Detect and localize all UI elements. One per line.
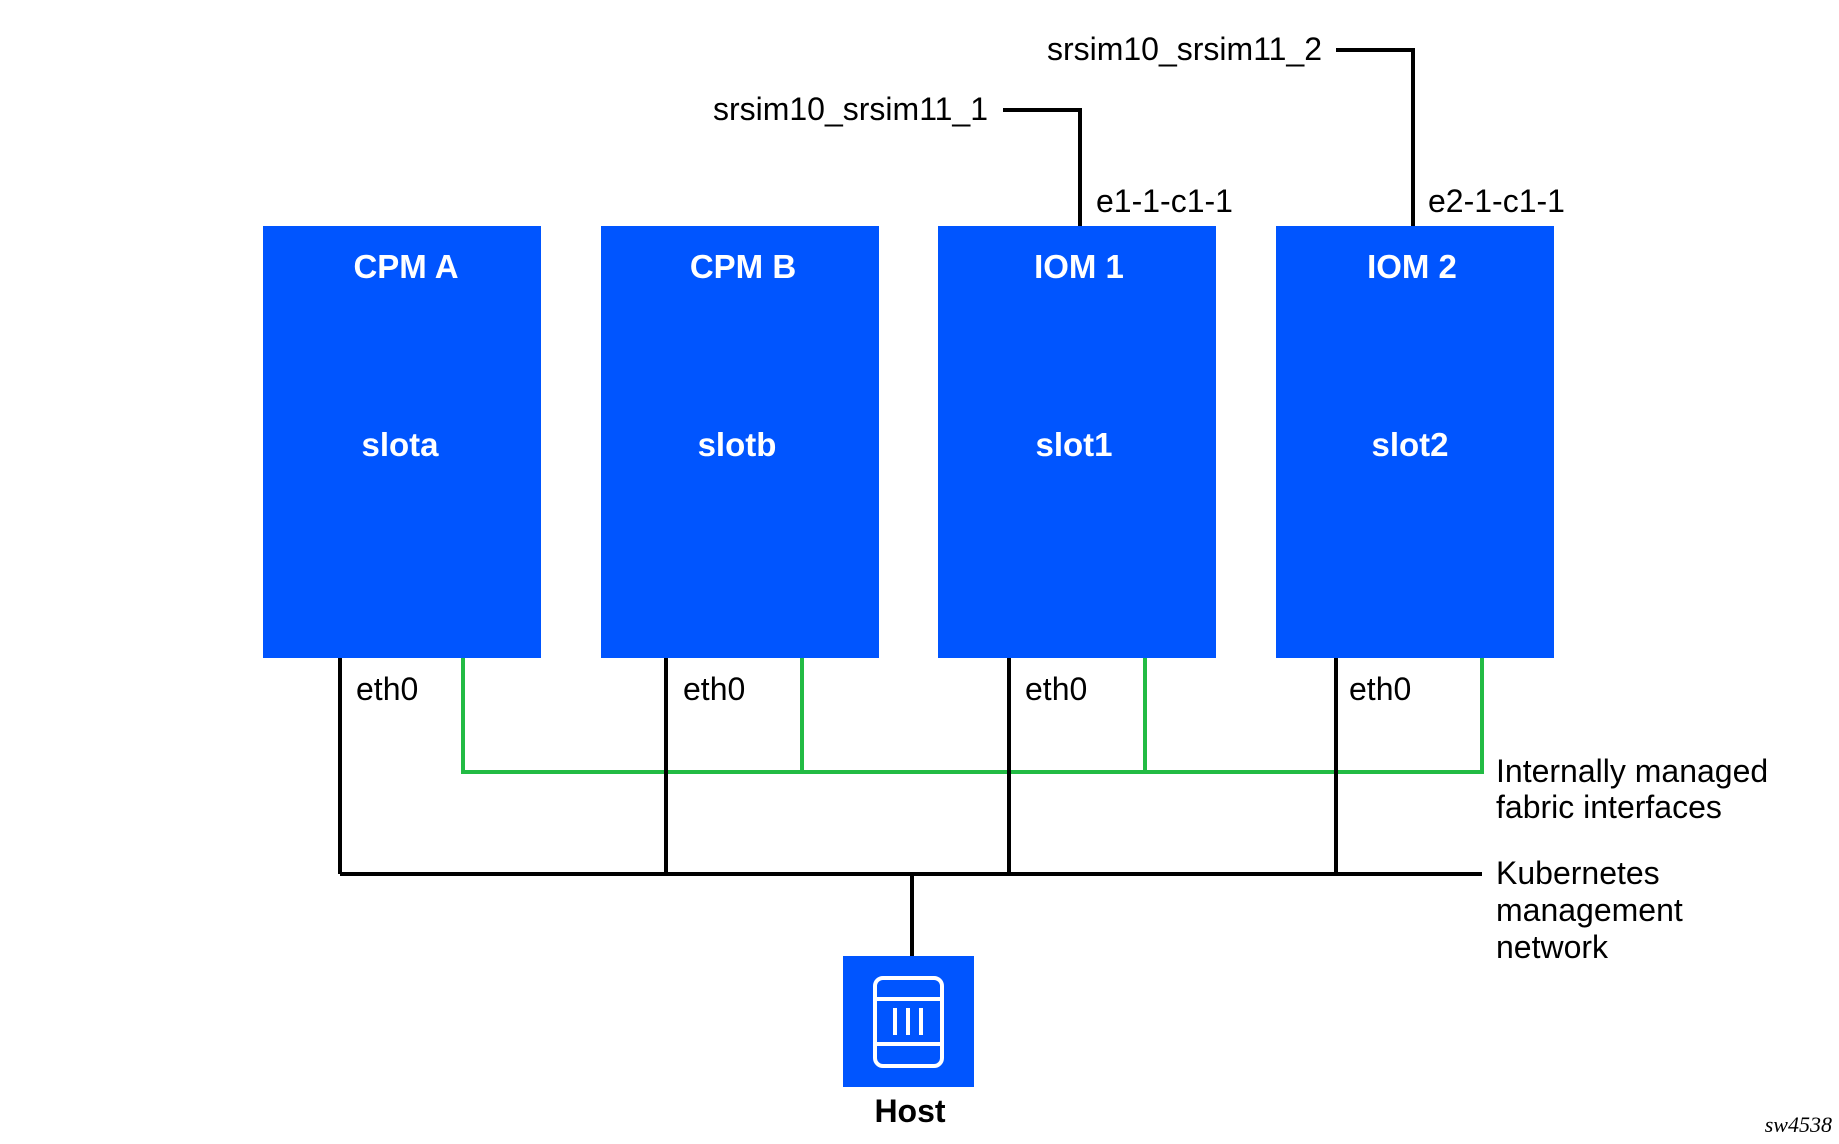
figure-id: sw4538 [1765, 1112, 1832, 1137]
slot-title: IOM 1 [1034, 248, 1124, 285]
slot-cpm-a: CPM A slota [263, 226, 541, 658]
fabric-network-bus [461, 656, 1484, 774]
slot-name: slotb [698, 426, 777, 463]
eth0-label-iom-2: eth0 [1349, 671, 1411, 707]
management-network-label-line-3: network [1496, 929, 1609, 965]
slot-iom-1: IOM 1 slot1 [938, 226, 1216, 658]
eth0-label-cpm-a: eth0 [356, 671, 418, 707]
fabric-network-label-line-1: Internally managed [1496, 753, 1768, 789]
slot-title: CPM B [690, 248, 796, 285]
host-label: Host [874, 1093, 945, 1129]
management-network-label-line-2: management [1496, 892, 1683, 928]
slot-name: slot1 [1035, 426, 1112, 463]
eth0-label-cpm-b: eth0 [683, 671, 745, 707]
link-line-iom2 [1336, 48, 1415, 226]
slot-iom-2: IOM 2 slot2 [1276, 226, 1554, 658]
host: Host [843, 956, 974, 1129]
port-label-iom-1: e1-1-c1-1 [1096, 183, 1233, 219]
slot-box-cpm-a [263, 226, 541, 658]
management-network-label-line-1: Kubernetes [1496, 855, 1660, 891]
slot-name: slota [361, 426, 439, 463]
slot-name: slot2 [1371, 426, 1448, 463]
eth0-label-iom-1: eth0 [1025, 671, 1087, 707]
link-line-iom1 [1003, 108, 1082, 226]
server-icon [873, 976, 944, 1068]
slot-title: CPM A [353, 248, 458, 285]
slot-title: IOM 2 [1367, 248, 1457, 285]
link-label-iom-2: srsim10_srsim11_2 [1047, 31, 1322, 67]
port-label-iom-2: e2-1-c1-1 [1428, 183, 1565, 219]
slot-box-iom-2 [1276, 226, 1554, 658]
slot-box-cpm-b [601, 226, 879, 658]
fabric-network-label-line-2: fabric interfaces [1496, 789, 1722, 825]
link-label-iom-1: srsim10_srsim11_1 [713, 91, 988, 127]
slot-box-iom-1 [938, 226, 1216, 658]
slot-cpm-b: CPM B slotb [601, 226, 879, 658]
